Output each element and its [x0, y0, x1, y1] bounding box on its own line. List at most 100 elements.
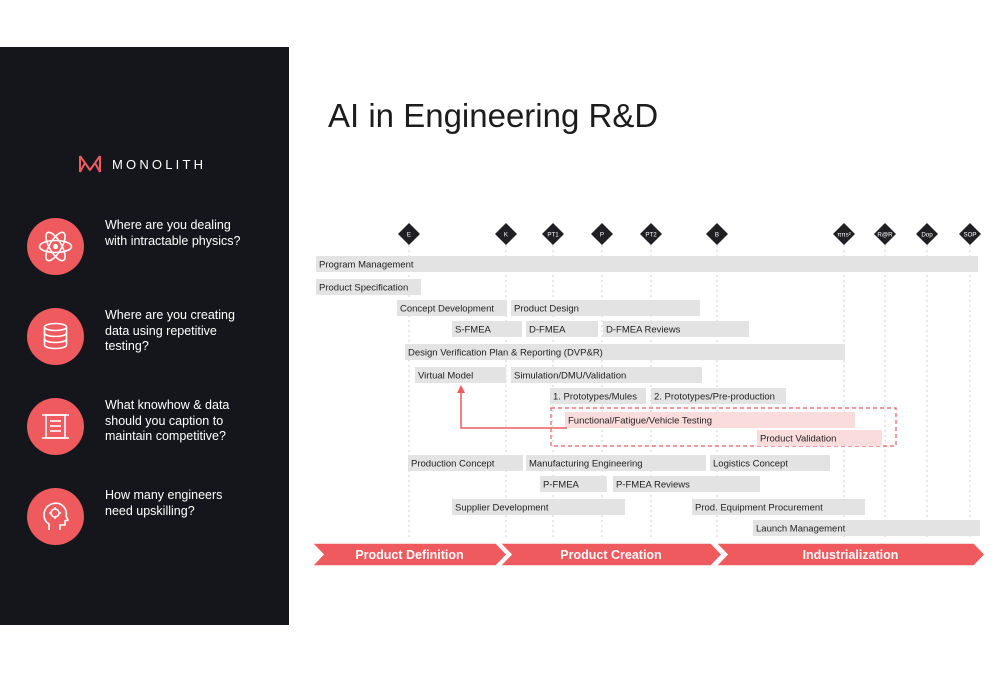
monolith-logo-icon: [79, 155, 101, 173]
bar-label: Logistics Concept: [713, 459, 788, 470]
milestone-diamond-pt2: [640, 223, 662, 245]
scroll-icon: [27, 398, 84, 455]
question-text-1: Where are you dealing with intractable p…: [105, 218, 275, 249]
phase-label: Product Definition: [355, 548, 463, 562]
question-3: What knowhow & data should you caption t…: [27, 398, 287, 456]
bar-d-fmea-reviews: [603, 321, 749, 337]
milestone-label: P: [600, 232, 604, 239]
question-1: Where are you dealing with intractable p…: [27, 218, 287, 276]
bar-functional-fatigue-vehicle-testing: [565, 412, 855, 428]
sidebar: MONOLITH Where are you dealing with intr…: [0, 47, 289, 625]
milestone-label: Dop: [921, 232, 933, 239]
bar-launch-management: [753, 520, 980, 536]
monolith-logo: MONOLITH: [78, 153, 206, 175]
phase-chevron-product-definition: [310, 542, 509, 567]
bar-label: Product Validation: [760, 434, 836, 445]
testing-highlight-box: [550, 407, 897, 447]
milestone-label: R@R: [877, 232, 893, 239]
bar-label: Prod. Equipment Procurement: [695, 503, 823, 514]
phase-chevron-product-creation: [498, 542, 724, 567]
milestone-diamond-pt1: [542, 223, 564, 245]
bar-label: Program Management: [319, 260, 414, 271]
bar-production-concept: [408, 455, 523, 471]
atom-icon: [27, 218, 84, 275]
bar-label: Supplier Development: [455, 503, 549, 514]
question-2-line-1: Where are you creating: [105, 308, 235, 322]
bar-label: Design Verification Plan & Reporting (DV…: [408, 348, 603, 359]
bar-logistics-concept: [710, 455, 830, 471]
bar-label: P-FMEA: [543, 480, 580, 491]
bar-label: Production Concept: [411, 459, 495, 470]
milestone-diamond-e: [398, 223, 420, 245]
question-1-line-1: Where are you dealing: [105, 218, 231, 232]
question-text-2: Where are you creating data using repeti…: [105, 308, 275, 355]
bar-label: Product Specification: [319, 283, 408, 294]
milestone-diamond-k: [495, 223, 517, 245]
bar-label: Simulation/DMU/Validation: [514, 371, 626, 382]
milestone-label: PT1: [547, 232, 559, 239]
question-3-line-1: What knowhow & data: [105, 398, 230, 412]
milestone-diamond-b: [706, 223, 728, 245]
bar-label: Product Design: [514, 304, 579, 315]
milestone-diamond-s: [833, 223, 855, 245]
question-2: Where are you creating data using repeti…: [27, 308, 287, 366]
feedback-arrow-line: [460, 390, 567, 429]
bar-manufacturing-engineering: [526, 455, 706, 471]
bar-1-prototypes-mules: [550, 388, 646, 404]
milestone-diamond-sop: [959, 223, 981, 245]
bar-product-design: [511, 300, 700, 316]
milestone-label: SOP: [963, 232, 976, 239]
milestone-diamond-dop: [916, 223, 938, 245]
bar-label: 2. Prototypes/Pre-production: [654, 392, 775, 403]
bar-p-fmea-reviews: [613, 476, 760, 492]
bar-virtual-model: [415, 367, 506, 383]
bar-p-fmea: [540, 476, 607, 492]
bar-s-fmea: [452, 321, 522, 337]
question-2-line-3: testing?: [105, 339, 149, 353]
database-icon: [27, 308, 84, 365]
brand-name: MONOLITH: [112, 156, 207, 172]
page-title: AI in Engineering R&D: [328, 97, 659, 134]
milestone-label: E: [407, 232, 411, 239]
phase-label: Product Creation: [560, 548, 661, 562]
bar-product-validation: [757, 430, 882, 446]
bar-simulation-dmu-validation: [511, 367, 702, 383]
bar-label: Functional/Fatigue/Vehicle Testing: [568, 416, 712, 427]
question-2-line-2: data using repetitive: [105, 323, 217, 338]
bar-label: P-FMEA Reviews: [616, 480, 690, 491]
bar-program-management: [316, 256, 978, 272]
bar-label: 1. Prototypes/Mules: [553, 392, 637, 403]
question-4-line-1: How many engineers: [105, 488, 223, 502]
bar-design-verification-plan-reporting-dvp-r: [405, 344, 845, 360]
milestone-label: ππs²: [837, 232, 851, 239]
bar-label: Launch Management: [756, 524, 846, 535]
bar-d-fmea: [526, 321, 598, 337]
milestone-label: PT2: [645, 232, 657, 239]
milestone-diamond-r-r: [874, 223, 896, 245]
question-4: How many engineers need upskilling?: [27, 488, 287, 546]
bar-label: D-FMEA: [529, 325, 566, 336]
bar-label: Manufacturing Engineering: [529, 459, 643, 470]
bar-label: S-FMEA: [455, 325, 492, 336]
bar-2-prototypes-pre-production: [651, 388, 786, 404]
bar-supplier-development: [452, 499, 625, 515]
phase-label: Industrialization: [803, 548, 899, 562]
milestone-label: B: [715, 232, 719, 239]
question-text-4: How many engineers need upskilling?: [105, 488, 275, 519]
feedback-arrow-head: [457, 385, 465, 393]
bar-prod-equipment-procurement: [692, 499, 865, 515]
milestone-diamond-p: [591, 223, 613, 245]
head-gear-icon: [27, 488, 84, 545]
question-3-line-2: should you caption to: [105, 413, 224, 428]
bar-product-specification: [316, 279, 421, 295]
question-3-line-3: maintain competitive?: [105, 429, 226, 443]
question-text-3: What knowhow & data should you caption t…: [105, 398, 275, 445]
bar-label: Concept Development: [400, 304, 494, 315]
bar-label: D-FMEA Reviews: [606, 325, 681, 336]
bar-label: Virtual Model: [418, 371, 473, 382]
question-1-line-2: with intractable physics?: [105, 233, 241, 248]
phase-chevron-industrialization: [714, 542, 987, 567]
milestone-label: K: [504, 232, 509, 239]
question-4-line-2: need upskilling?: [105, 503, 195, 518]
